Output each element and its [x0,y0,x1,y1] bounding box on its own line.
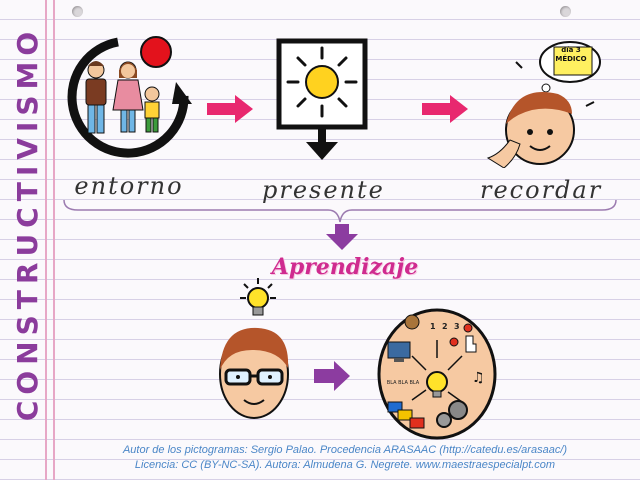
note-line1: día 3 [561,46,581,54]
number-label: 3 [454,322,460,331]
lightbulb-icon [240,278,276,316]
label-presente: presente [262,176,385,204]
grouping-brace [63,199,617,223]
arrow-right-icon [207,95,253,123]
credit-line2: Licencia: CC (BY-NC-SA). Autora: Almuden… [134,459,556,471]
label-entorno: entorno [74,172,184,200]
binder-hole [72,6,83,17]
aprendizaje-title: Aprendizaje [271,254,419,280]
credit-line1: Autor de los pictogramas: Sergio Palao. … [122,444,568,456]
number-label: 2 [442,322,448,331]
arrow-right-icon [422,95,468,123]
speech-bubble-text: BLA BLA BLA [386,380,420,386]
arrow-down-icon [326,224,358,250]
note-line2: MÉDICO [555,55,587,63]
head-ideas-icon: ♫ [377,308,497,440]
svg-text:♫: ♫ [472,370,485,386]
thinking-person-icon [486,41,601,168]
arrow-right-icon [314,361,350,391]
binder-hole [560,6,571,17]
sun-window-icon [276,38,368,160]
label-recordar: recordar [480,176,603,204]
person-glasses-icon [219,327,289,419]
calendar-note: día 3 MÉDICO [552,46,590,72]
side-title-text: CONSTRUCTIVISMO [11,25,45,421]
number-label: 1 [430,322,436,331]
family-icon [67,36,192,158]
side-title: CONSTRUCTIVISMO [8,25,48,421]
